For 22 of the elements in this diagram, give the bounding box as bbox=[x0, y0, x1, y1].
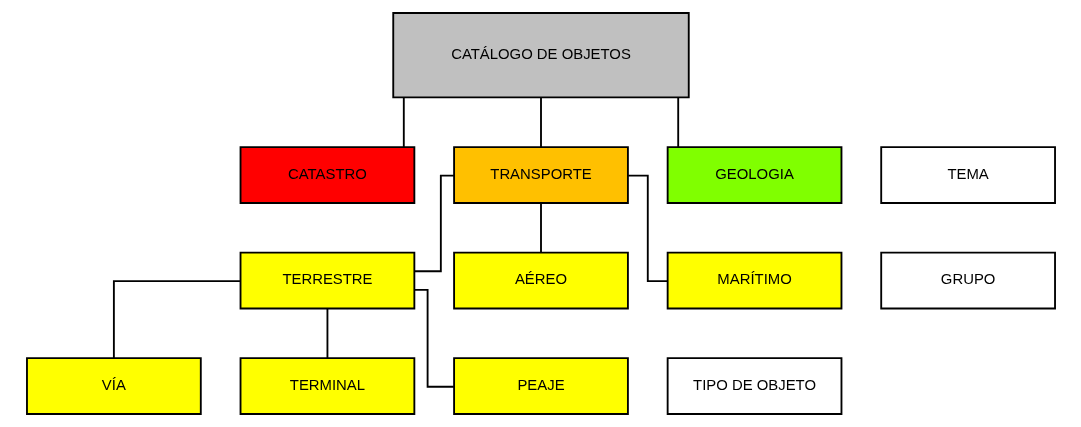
node-box: GEOLOGIA bbox=[666, 146, 842, 204]
connector bbox=[626, 174, 668, 283]
node-box: PEAJE bbox=[452, 357, 629, 415]
node-box: VÍA bbox=[25, 357, 202, 415]
node-box: TERMINAL bbox=[239, 357, 415, 415]
connector bbox=[539, 202, 542, 254]
node-box: TIPO DE OBJETO bbox=[666, 357, 842, 415]
node-box: AÉREO bbox=[452, 251, 629, 310]
connector bbox=[539, 96, 542, 148]
connector bbox=[402, 96, 405, 148]
node-box: CATÁLOGO DE OBJETOS bbox=[391, 12, 690, 99]
connector bbox=[326, 307, 328, 359]
node-box: CATASTRO bbox=[239, 146, 415, 204]
node-box: TERRESTRE bbox=[239, 251, 415, 310]
node-box: TRANSPORTE bbox=[452, 146, 629, 204]
connector bbox=[413, 174, 455, 273]
node-box: MARÍTIMO bbox=[666, 251, 842, 310]
connector bbox=[112, 280, 241, 359]
connector bbox=[676, 96, 679, 148]
connector bbox=[413, 288, 455, 388]
node-box: GRUPO bbox=[879, 251, 1056, 310]
node-box: TEMA bbox=[879, 146, 1056, 204]
